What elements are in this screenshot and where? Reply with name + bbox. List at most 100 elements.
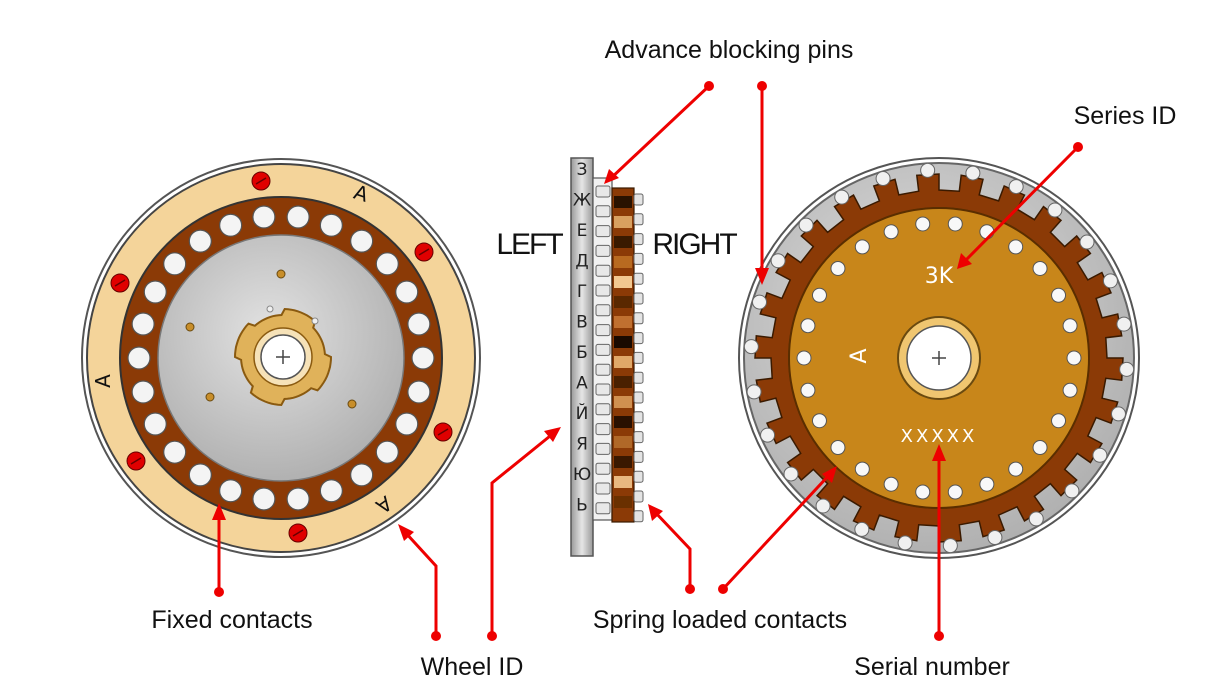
spring-contact <box>1032 260 1048 276</box>
spring-contact <box>1051 413 1067 429</box>
left-wheel-letter-side: A <box>91 374 115 388</box>
spring-loaded-pins <box>633 193 644 523</box>
spring-pin <box>633 510 644 523</box>
spring-contact <box>915 484 931 500</box>
spring-contact <box>1008 239 1024 255</box>
spring-contact <box>947 216 963 232</box>
spring-contact <box>830 440 846 456</box>
fixed-contact <box>350 229 374 253</box>
blocking-pin <box>595 363 611 376</box>
spring-contact <box>796 350 812 366</box>
blocking-pin <box>595 383 611 396</box>
wheel-id-label: Wheel ID <box>421 653 524 681</box>
wheel-id-letter: Я <box>576 435 588 455</box>
fixed-contact <box>319 479 343 503</box>
left-hub <box>233 307 333 407</box>
spring-contact <box>854 461 870 477</box>
advance-blocking-pins <box>595 185 611 515</box>
fixed-contacts <box>127 205 435 511</box>
spring-pin <box>633 391 644 404</box>
screw-icon <box>110 273 130 293</box>
blocking-pin <box>595 304 611 317</box>
rim-pin <box>752 294 768 310</box>
screw-icon <box>433 422 453 442</box>
spring-contact <box>883 476 899 492</box>
wheel-id-letter: Ю <box>573 465 591 485</box>
series-id-label: Series ID <box>1074 102 1177 130</box>
spring-contact <box>1051 287 1067 303</box>
rim-pin <box>783 466 799 482</box>
wheel-id-letter: Ж <box>573 191 591 211</box>
wheel-id-letter: А <box>576 374 588 394</box>
rim-pin <box>1110 406 1126 422</box>
left-side-label: LEFT <box>496 228 563 261</box>
blocking-pin <box>595 423 611 436</box>
screw-icon <box>126 451 146 471</box>
spring-loaded-contacts <box>796 216 1082 500</box>
fixed-contact <box>375 252 399 276</box>
spring-pin <box>633 332 644 345</box>
body-band <box>614 376 632 388</box>
spring-contact <box>1008 461 1024 477</box>
screw-icon <box>251 171 271 191</box>
serial-mask: XXXXX <box>901 426 978 447</box>
body-band <box>614 216 632 228</box>
spring-contact <box>1062 318 1078 334</box>
blocking-pin <box>595 185 611 198</box>
blocking-pin <box>595 482 611 495</box>
spring-contact <box>811 287 827 303</box>
wheel-id-letter: Е <box>577 221 588 241</box>
fixed-contacts-label: Fixed contacts <box>151 606 312 634</box>
fixed-contact <box>407 312 431 336</box>
right-wheel-letter: A <box>847 348 872 363</box>
fixed-contact <box>286 205 310 229</box>
serial-number-label: Serial number <box>854 653 1010 681</box>
series-code: 3K <box>925 264 954 289</box>
spring-pin <box>633 490 644 503</box>
spring-contact <box>800 318 816 334</box>
body-band <box>614 416 632 428</box>
body-band <box>614 496 632 508</box>
blocking-pin <box>595 403 611 416</box>
fixed-contact <box>188 229 212 253</box>
spring-pin <box>633 411 644 424</box>
rotor-body-bands <box>614 196 632 508</box>
fixed-contact <box>407 380 431 404</box>
spring-pin <box>633 470 644 483</box>
fixed-contact <box>395 280 419 304</box>
fixed-contact <box>219 213 243 237</box>
rim-pin <box>1064 483 1080 499</box>
fixed-contact <box>143 280 167 304</box>
advance-blocking-pins-label: Advance blocking pins <box>605 36 854 64</box>
callout-dots <box>214 81 1083 641</box>
wheel-id-letter: Й <box>576 402 589 424</box>
spring-contact <box>830 260 846 276</box>
body-band <box>614 456 632 468</box>
body-band <box>614 396 632 408</box>
rim-pin <box>987 529 1003 545</box>
spring-pin <box>633 193 644 206</box>
rim-pin <box>1079 234 1095 250</box>
spring-pin <box>633 213 644 226</box>
wheel-id-letter: Г <box>577 282 587 302</box>
rim-pin <box>770 253 786 269</box>
rim-screws <box>110 171 453 543</box>
spring-contact <box>854 239 870 255</box>
body-band <box>614 476 632 488</box>
rim-pin <box>834 189 850 205</box>
rim-pin <box>875 171 891 187</box>
blocking-pin <box>595 264 611 277</box>
spring-pin <box>633 252 644 265</box>
spring-contact <box>915 216 931 232</box>
spring-pin <box>633 371 644 384</box>
spring-contact <box>800 382 816 398</box>
callout-arrowheads <box>212 169 972 541</box>
rim-pin <box>1008 179 1024 195</box>
spring-pin <box>633 233 644 246</box>
blocking-pin <box>595 205 611 218</box>
wheel-id-letter: В <box>576 313 588 333</box>
body-band <box>614 196 632 208</box>
spring-contact <box>1062 382 1078 398</box>
blocking-pin <box>595 284 611 297</box>
